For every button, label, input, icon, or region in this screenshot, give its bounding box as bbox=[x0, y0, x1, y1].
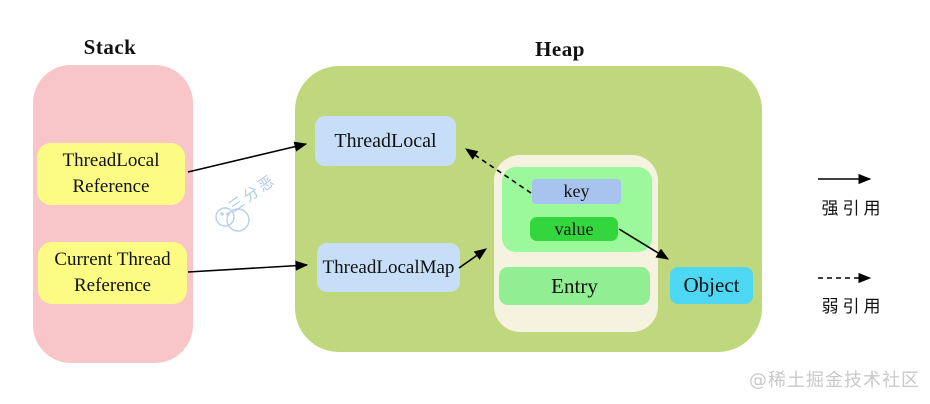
object-label: Object bbox=[683, 273, 740, 298]
author-watermark-icon bbox=[215, 207, 250, 232]
heap-title: Heap bbox=[535, 37, 585, 61]
arrow-threadlocalref-to-threadlocal bbox=[187, 141, 308, 173]
threadlocal-reference-box: ThreadLocal Reference bbox=[37, 143, 185, 205]
legend-strong-reference-label: 强引用 bbox=[821, 199, 885, 218]
value-label: value bbox=[554, 218, 594, 239]
threadlocal-box: ThreadLocal bbox=[315, 116, 456, 166]
legend-weak-reference-label: 弱引用 bbox=[821, 297, 885, 316]
threadlocal-label: ThreadLocal bbox=[334, 129, 437, 152]
current-thread-reference-label: Current Thread Reference bbox=[54, 249, 171, 296]
arrow-currentthread-to-threadlocalmap bbox=[187, 260, 309, 273]
stack-title: Stack bbox=[83, 35, 137, 59]
entry-label: Entry bbox=[551, 273, 598, 298]
current-thread-reference-box: Current Thread Reference bbox=[38, 242, 187, 304]
threadlocal-reference-label: ThreadLocal Reference bbox=[62, 150, 160, 197]
stack-region bbox=[33, 65, 193, 363]
threadlocalmap-label: ThreadLocalMap bbox=[322, 256, 455, 278]
object-box: Object bbox=[670, 267, 753, 304]
key-box: key bbox=[532, 179, 621, 204]
entry-box: Entry bbox=[499, 267, 650, 305]
threadlocalmap-box: ThreadLocalMap bbox=[317, 243, 460, 292]
value-box: value bbox=[530, 217, 618, 241]
key-label: key bbox=[563, 181, 590, 202]
community-watermark: @稀土掘金技术社区 bbox=[749, 370, 920, 391]
